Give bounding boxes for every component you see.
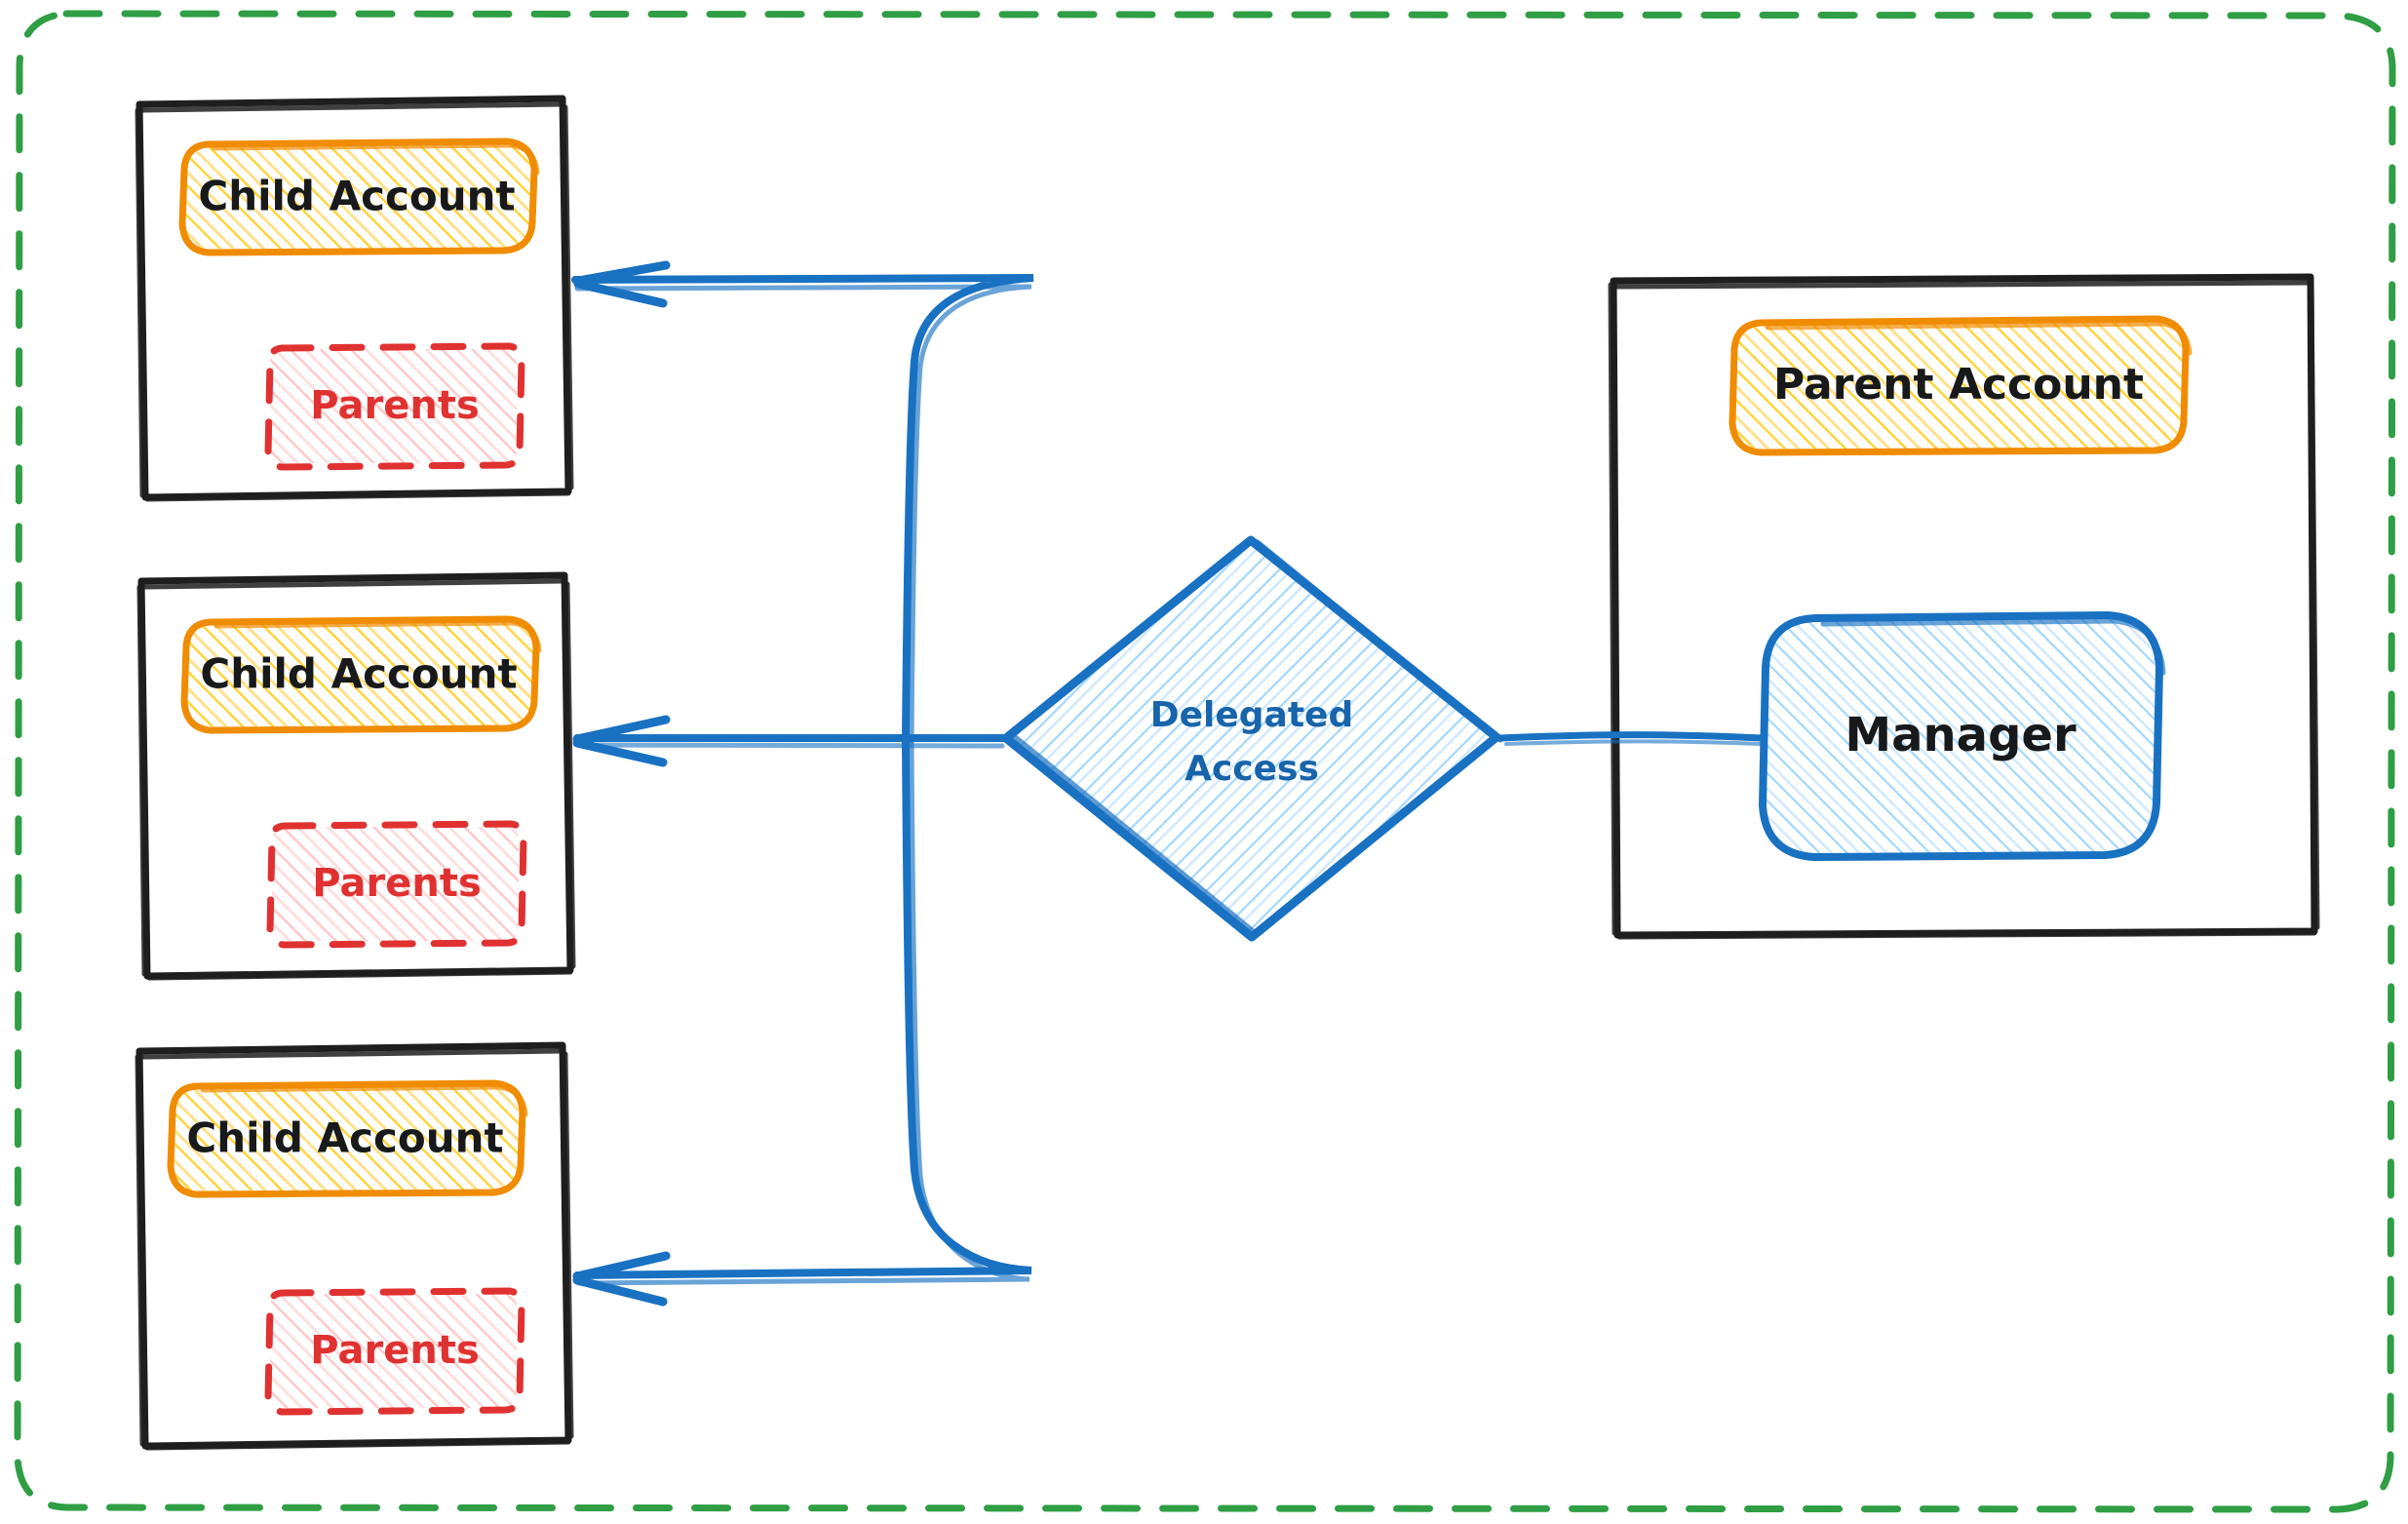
- child-account-pill-1[interactable]: Child Account: [178, 137, 540, 256]
- arrowhead-child-3: [572, 1251, 671, 1307]
- parents-label-2: Parents: [312, 861, 482, 906]
- delegated-access-line2: Access: [1185, 749, 1319, 789]
- parents-box-2[interactable]: Parents: [266, 820, 527, 949]
- parent-account-label: Parent Account: [1773, 360, 2144, 410]
- child-account-label-3: Child Account: [186, 1114, 503, 1162]
- arrowhead-child-1: [573, 260, 671, 308]
- parent-account-pill[interactable]: Parent Account: [1728, 315, 2193, 456]
- parents-label-3: Parents: [310, 1328, 480, 1373]
- connector-delegated-to-child-1: [571, 260, 1034, 745]
- child-account-card-3[interactable]: Child Account Parents: [135, 1041, 574, 1451]
- connector-delegated-to-child-3: [572, 737, 1032, 1307]
- delegated-access-node[interactable]: Delegated Access: [1001, 535, 1503, 942]
- manager-label: Manager: [1845, 708, 2077, 762]
- child-account-card-1[interactable]: Child Account Parents: [135, 95, 574, 502]
- parents-label-1: Parents: [310, 383, 480, 428]
- connector-manager-to-delegated: [1495, 731, 1767, 746]
- parents-box-3[interactable]: Parents: [264, 1287, 525, 1416]
- parents-box-1[interactable]: Parents: [264, 342, 525, 471]
- arrowhead-child-2: [572, 715, 671, 767]
- outer-boundary: [14, 10, 2396, 1513]
- child-account-pill-3[interactable]: Child Account: [167, 1079, 528, 1198]
- parent-account-panel[interactable]: Parent Account Manager: [1608, 273, 2320, 940]
- manager-box[interactable]: Manager: [1759, 611, 2166, 861]
- delegated-access-line1: Delegated: [1150, 695, 1354, 735]
- connector-delegated-to-child-2: [572, 715, 1008, 767]
- child-account-label-1: Child Account: [198, 173, 515, 220]
- child-account-card-2[interactable]: Child Account Parents: [136, 571, 576, 981]
- child-account-label-2: Child Account: [200, 650, 517, 698]
- child-account-pill-2[interactable]: Child Account: [180, 615, 542, 734]
